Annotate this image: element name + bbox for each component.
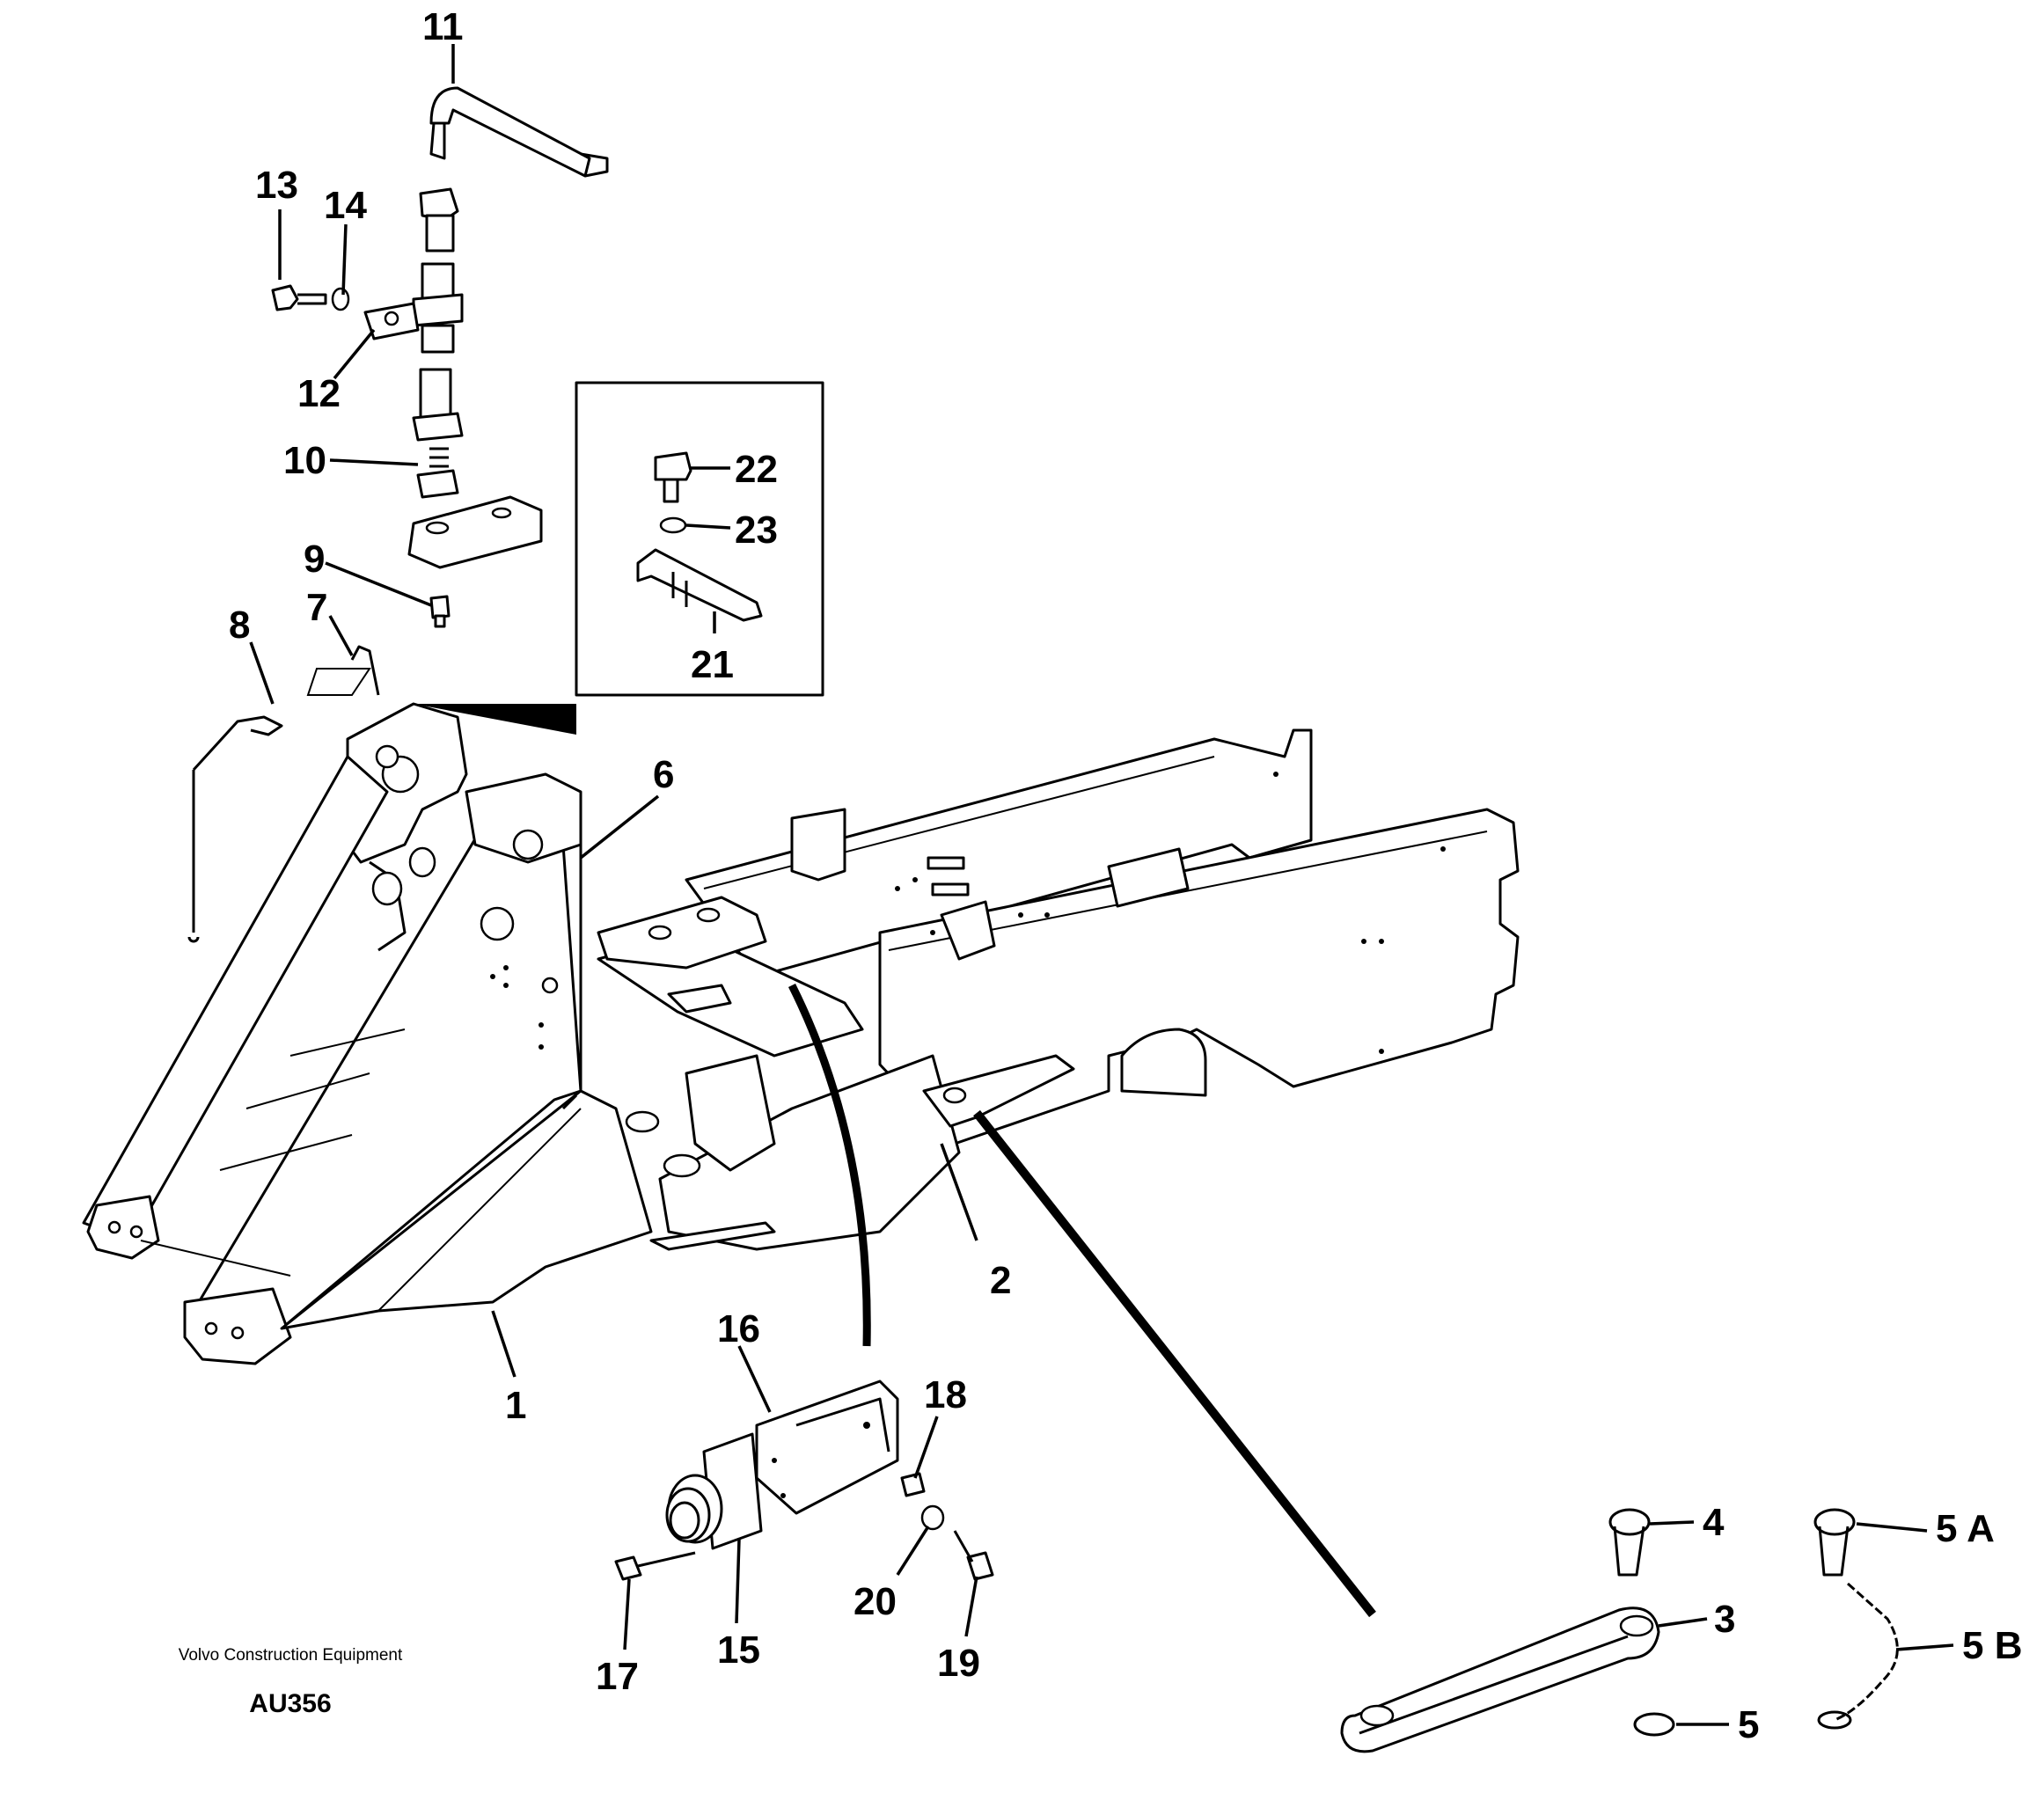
label-part-19: 19 [937,1642,980,1685]
label-part-16: 16 [717,1307,760,1350]
credit-code: AU356 [249,1689,332,1718]
label-part-14: 14 [324,184,367,227]
label-part-7: 7 [306,586,327,629]
hitch-link-drawing [1340,1508,1899,1753]
detail-inset-drawing [575,381,824,697]
label-part-11: 11 [422,5,464,48]
label-part-15: 15 [717,1628,760,1672]
credit-company: Volvo Construction Equipment [178,1646,403,1665]
label-part-12: 12 [297,372,341,415]
label-part-8: 8 [229,604,250,647]
leader-lines [249,44,1954,1726]
label-part-22: 22 [735,448,778,491]
label-part-6: 6 [653,753,674,796]
hose-and-wire-drawing [187,668,1376,1618]
label-part-4: 4 [1703,1501,1725,1544]
label-part-23: 23 [735,509,778,552]
label-part-18: 18 [924,1373,967,1416]
label-part-1: 1 [505,1384,526,1427]
label-part-10: 10 [283,439,326,482]
label-part-13: 13 [255,164,298,207]
switch-bracket-drawing [614,1380,994,1581]
label-part-20: 20 [853,1580,897,1623]
front-frame-drawing [82,702,653,1365]
part-labels: 11 13 14 12 10 9 7 8 6 22 23 21 2 1 16 1… [229,5,2022,1746]
sensor-assembly-drawing [271,86,609,696]
label-part-3: 3 [1714,1598,1735,1641]
rear-frame-drawing [597,728,1520,1251]
label-part-2: 2 [990,1259,1011,1302]
label-part-21: 21 [691,643,734,686]
label-part-5: 5 [1738,1703,1759,1746]
label-part-17: 17 [596,1655,639,1698]
label-part-5b: 5 B [1962,1624,2022,1667]
label-part-5a: 5 A [1936,1507,1995,1550]
label-part-9: 9 [304,538,325,581]
